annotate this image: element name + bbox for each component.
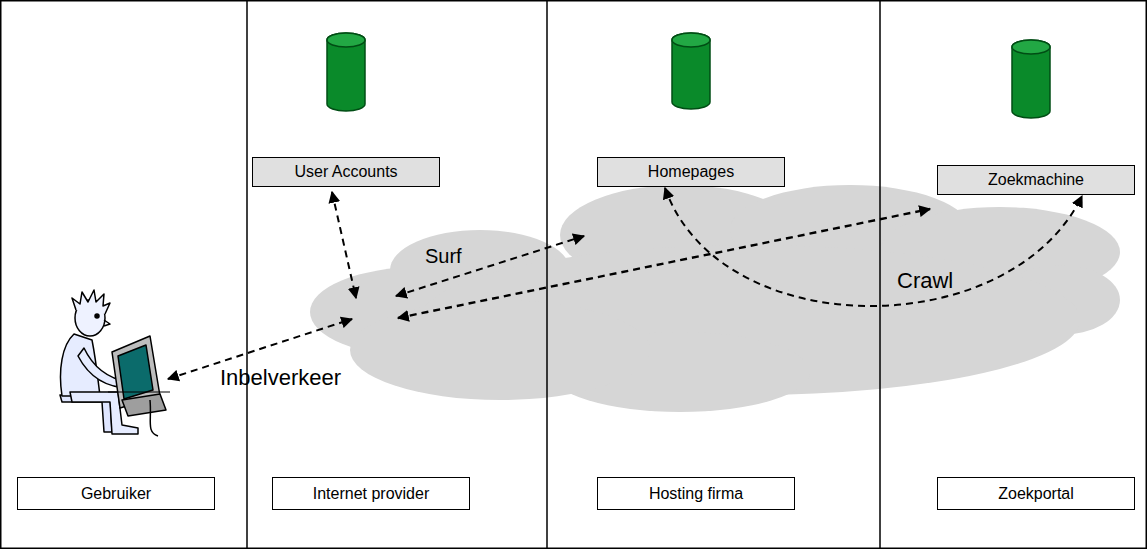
edge-label: Crawl — [897, 268, 953, 294]
drawing-part — [332, 192, 356, 298]
traffic-arrows — [168, 192, 930, 379]
drawing-part — [672, 33, 710, 47]
drawing-part — [150, 400, 158, 436]
box-text: Internet provider — [313, 485, 430, 503]
column-label: Zoekportal — [937, 477, 1135, 510]
drawing-part — [118, 345, 153, 399]
drawing-part — [350, 300, 650, 400]
traffic-label: Inbelverkeer — [220, 365, 341, 391]
drawing-part — [104, 320, 110, 326]
drawing-part — [327, 33, 365, 47]
drawing-part — [1012, 40, 1050, 118]
drawing-part — [122, 394, 166, 416]
drawing-part — [546, 0, 548, 549]
column-label: Gebruiker — [17, 477, 215, 510]
drawing-part — [879, 0, 881, 549]
traffic-label: Surf — [425, 245, 462, 268]
database-box: Zoekmachine — [937, 165, 1135, 195]
drawing-part — [672, 33, 710, 109]
database-box: Homepages — [597, 157, 785, 187]
network-cloud — [310, 185, 1120, 412]
drawing-part — [246, 0, 248, 549]
drawing-part — [1012, 40, 1050, 54]
column-label: Hosting firma — [597, 477, 795, 510]
database-cylinders — [327, 33, 1050, 118]
box-text: Gebruiker — [81, 485, 151, 503]
box-text: Homepages — [648, 163, 734, 181]
box-text: Zoekmachine — [988, 171, 1084, 189]
drawing-part — [327, 33, 365, 111]
box-text: User Accounts — [294, 163, 397, 181]
drawing-part — [72, 290, 110, 314]
drawing-part — [398, 209, 930, 318]
drawing-part — [396, 236, 584, 296]
database-box: User Accounts — [252, 157, 440, 187]
user-figure — [60, 290, 170, 436]
box-text: Zoekportal — [998, 485, 1074, 503]
drawing-part — [108, 391, 170, 392]
box-text: Hosting firma — [649, 485, 743, 503]
column-label: Internet provider — [272, 477, 470, 510]
crawl-connector — [665, 188, 1082, 306]
drawing-part — [95, 314, 99, 318]
